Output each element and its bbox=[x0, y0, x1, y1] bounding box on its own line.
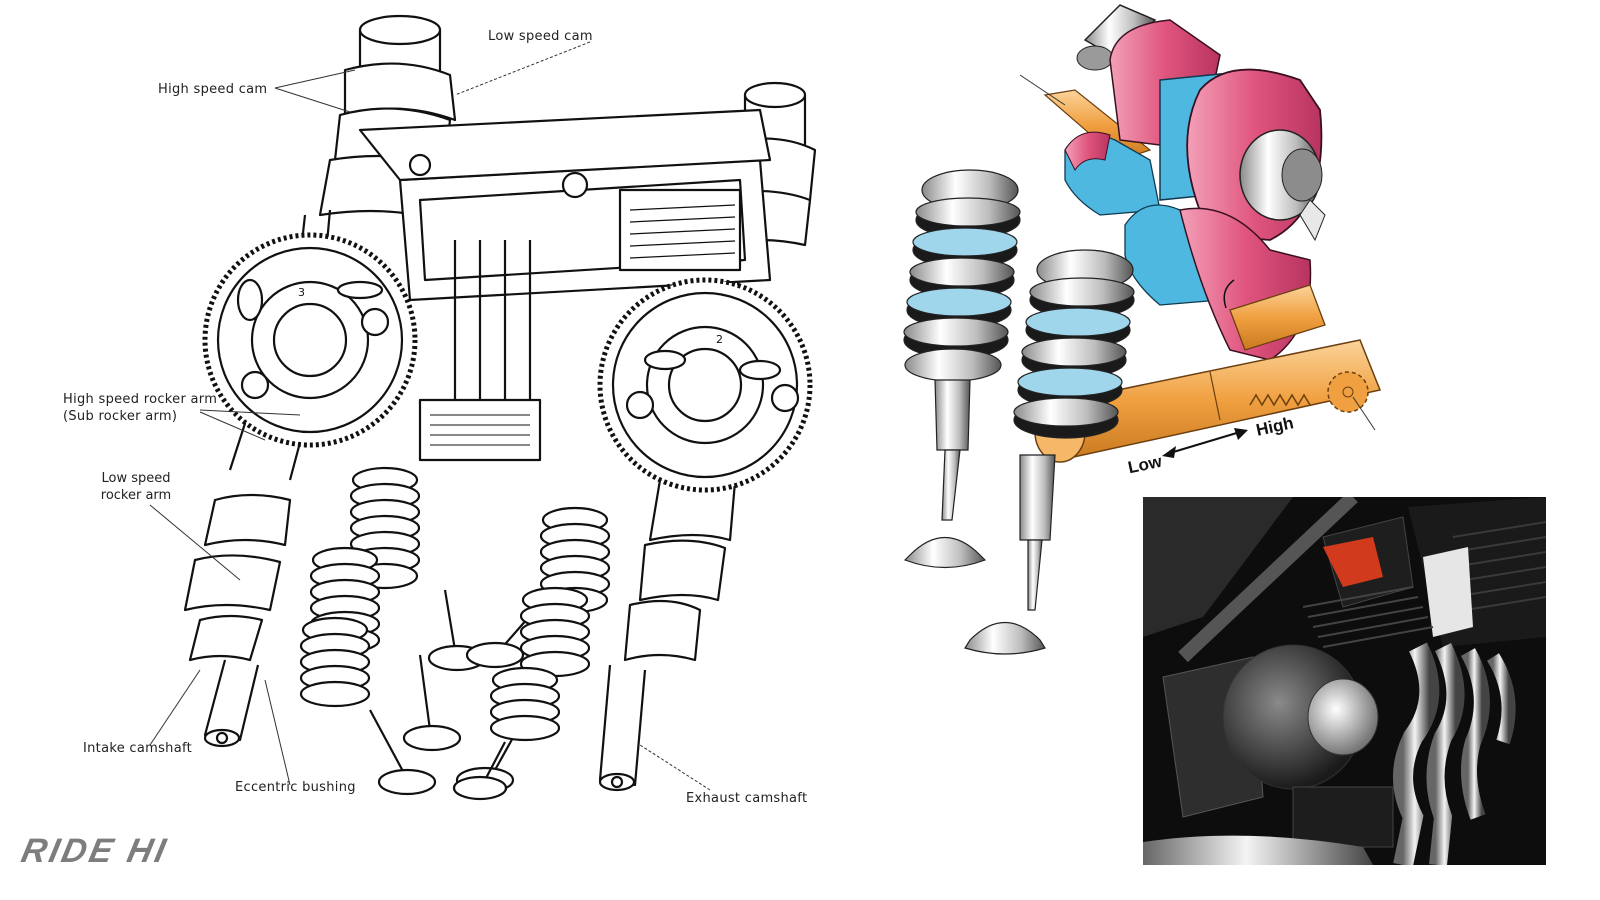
label-eccentric-bushing: Eccentric bushing bbox=[235, 780, 356, 795]
leader-lines bbox=[149, 41, 711, 791]
valve-spring-left bbox=[903, 169, 1021, 569]
intake-valve-springs bbox=[299, 466, 487, 796]
left-cam-sprocket: 3 bbox=[202, 232, 418, 448]
label-low-speed-rocker-arm: Low speed rocker arm bbox=[96, 470, 176, 504]
low-high-arrow-icon bbox=[1162, 428, 1248, 458]
engine-photo-render bbox=[1143, 497, 1546, 865]
red-cam-cover bbox=[1323, 537, 1383, 587]
color-valve-mechanism-illustration bbox=[903, 4, 1382, 655]
central-actuator-housing bbox=[358, 108, 772, 462]
svg-text:3: 3 bbox=[298, 286, 305, 299]
label-intake-camshaft: Intake camshaft bbox=[83, 741, 193, 756]
valve-train-line-diagram: 3 2 bbox=[149, 14, 817, 801]
label-high-speed-rocker-arm: High speed rocker arm bbox=[63, 392, 218, 407]
label-sub-rocker-arm: (Sub rocker arm) bbox=[63, 409, 178, 424]
camshaft-silver bbox=[1076, 4, 1157, 71]
right-cam-sprocket: 2 bbox=[597, 277, 813, 493]
label-low-speed-rocker-arm-line1: Low speed bbox=[101, 471, 171, 486]
engine-photo bbox=[1143, 497, 1546, 865]
ride-hi-logo: RIDE HI bbox=[18, 832, 172, 870]
label-low-speed-cam: Low speed cam bbox=[488, 29, 593, 44]
cam-lobes bbox=[1109, 19, 1323, 241]
label-high-speed-cam: High speed cam bbox=[158, 82, 268, 97]
label-exhaust-camshaft: Exhaust camshaft bbox=[686, 791, 808, 806]
valve-spring-right bbox=[964, 249, 1135, 655]
svg-text:2: 2 bbox=[716, 333, 723, 346]
exhaust-valve-springs bbox=[452, 506, 611, 801]
label-low-speed-rocker-arm-line2: rocker arm bbox=[100, 488, 172, 503]
